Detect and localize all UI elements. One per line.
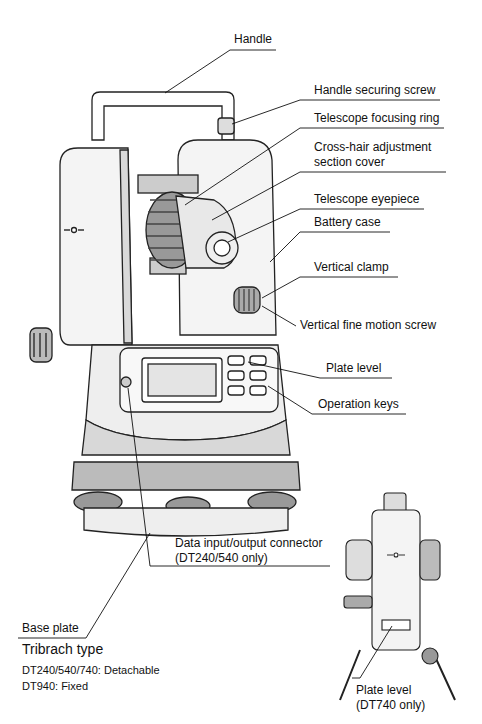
part-label: Plate level (DT740 only) — [356, 683, 446, 713]
part-label: Data input/output connector (DT240/540 o… — [175, 536, 345, 566]
part-label: Battery case — [314, 215, 381, 230]
part-label: Telescope eyepiece — [314, 192, 419, 207]
part-label: Operation keys — [318, 397, 399, 412]
part-label: Telescope focusing ring — [314, 111, 439, 126]
part-label: Vertical fine motion screw — [300, 318, 436, 333]
part-label: Cross-hair adjustment section cover — [314, 140, 464, 170]
part-label: Handle securing screw — [314, 83, 435, 98]
part-label: Tribrach type — [22, 642, 103, 657]
part-label: DT940: Fixed — [22, 679, 88, 694]
part-label: Base plate — [22, 621, 79, 636]
part-label: Plate level — [326, 361, 381, 376]
part-label: DT240/540/740: Detachable — [22, 663, 160, 678]
part-label: Vertical clamp — [314, 260, 389, 275]
part-label: Handle — [234, 32, 272, 47]
